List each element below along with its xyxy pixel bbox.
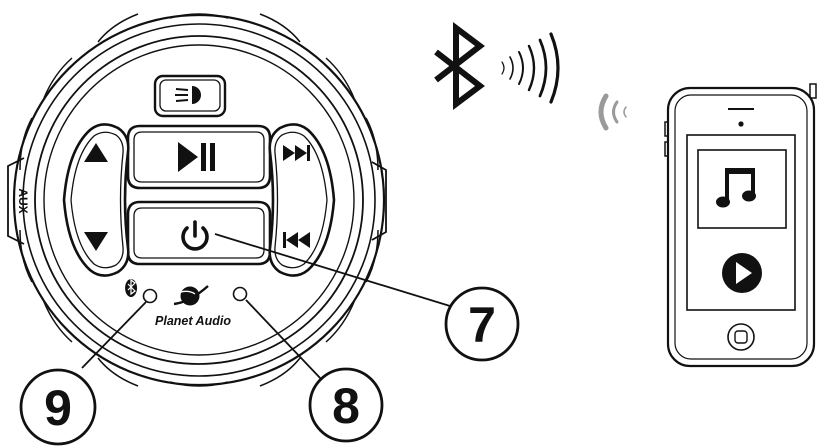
callout-7: 7	[446, 288, 518, 360]
phone-signal-waves-icon	[601, 96, 626, 128]
light-button[interactable]	[155, 76, 225, 116]
play-pause-button[interactable]	[128, 126, 270, 188]
aux-label: AUX	[16, 188, 30, 213]
power-button[interactable]	[128, 202, 270, 264]
play-circle-icon[interactable]	[722, 253, 762, 293]
callout-9: 9	[21, 370, 95, 444]
signal-waves-icon	[502, 34, 558, 102]
home-button[interactable]	[728, 324, 754, 350]
power-led-indicator	[234, 288, 247, 301]
callout-7-number: 7	[468, 297, 496, 353]
callout-9-number: 9	[44, 380, 72, 436]
logo-text: Planet Audio	[155, 314, 231, 328]
volume-rocker[interactable]	[64, 124, 128, 275]
bluetooth-icon	[125, 279, 137, 297]
phone-camera	[738, 121, 743, 126]
bluetooth-led-indicator	[125, 279, 156, 303]
smartphone	[665, 84, 816, 366]
callout-8: 8	[310, 369, 382, 441]
leader-line-8	[246, 300, 322, 380]
planet-audio-logo-icon	[174, 286, 208, 306]
bluetooth-icon	[436, 28, 480, 104]
callout-8-number: 8	[332, 378, 360, 434]
